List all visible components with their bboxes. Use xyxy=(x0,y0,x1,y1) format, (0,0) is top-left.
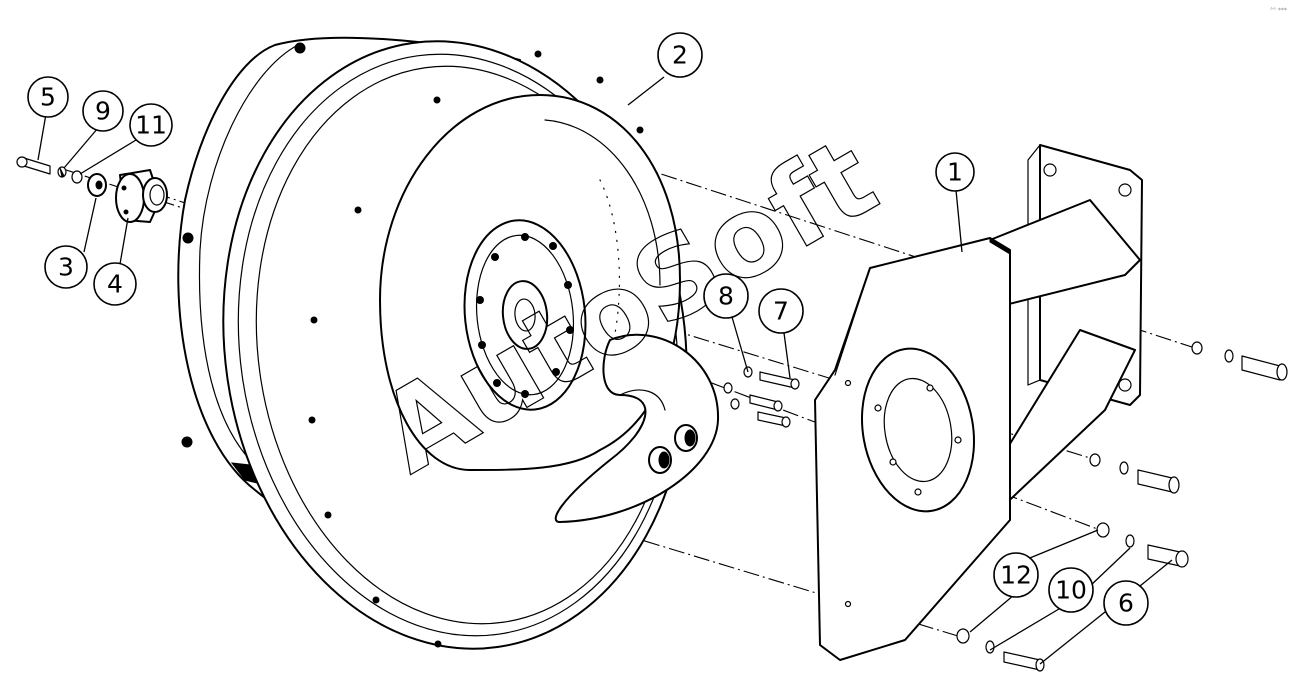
spacer-3 xyxy=(87,173,107,197)
balloon-12: 12 xyxy=(993,552,1039,598)
svg-text:8: 8 xyxy=(718,282,734,311)
svg-text:5: 5 xyxy=(40,83,56,112)
svg-text:11: 11 xyxy=(135,111,167,140)
balloon-1: 1 xyxy=(935,152,975,192)
balloon-9: 9 xyxy=(82,90,124,132)
balloon-7: 7 xyxy=(758,288,804,334)
center-fasteners xyxy=(723,366,800,428)
corner-mark: °° *** xyxy=(1270,7,1287,14)
svg-text:2: 2 xyxy=(672,41,688,70)
rim-bolt-holes xyxy=(308,50,644,648)
svg-text:3: 3 xyxy=(58,253,74,282)
svg-text:7: 7 xyxy=(773,297,789,326)
right-fasteners-row-1 xyxy=(1191,341,1288,381)
right-fasteners-row-4 xyxy=(956,628,1045,672)
bell-bolt-circle xyxy=(476,233,574,398)
balloon-6: 6 xyxy=(1103,580,1149,626)
balloons: 1 2 3 4 5 6 7 8 xyxy=(27,32,1149,626)
lock-washer-9 xyxy=(57,166,67,178)
right-fasteners-row-3 xyxy=(1096,522,1189,568)
svg-text:6: 6 xyxy=(1118,589,1134,618)
arm-bosses xyxy=(648,424,698,474)
washer-11 xyxy=(71,170,83,184)
svg-text:1: 1 xyxy=(947,158,963,187)
balloon-11: 11 xyxy=(129,103,173,147)
leader-lines xyxy=(37,76,1173,665)
balloon-5: 5 xyxy=(27,76,69,118)
svg-text:12: 12 xyxy=(1000,561,1032,590)
hardware xyxy=(16,156,1288,672)
svg-text:10: 10 xyxy=(1055,576,1087,605)
balloon-2: 2 xyxy=(657,32,703,78)
balloon-8: 8 xyxy=(703,273,749,319)
bolt-5 xyxy=(16,156,51,175)
coupling-hub-4 xyxy=(115,169,168,223)
right-fasteners-row-2 xyxy=(1089,453,1180,494)
svg-text:9: 9 xyxy=(95,97,111,126)
balloon-4: 4 xyxy=(93,262,137,306)
balloon-10: 10 xyxy=(1048,567,1094,613)
housing-part-2 xyxy=(177,36,720,650)
bracket-part-1 xyxy=(814,144,1143,661)
svg-text:4: 4 xyxy=(107,270,123,299)
balloon-3: 3 xyxy=(44,245,88,289)
